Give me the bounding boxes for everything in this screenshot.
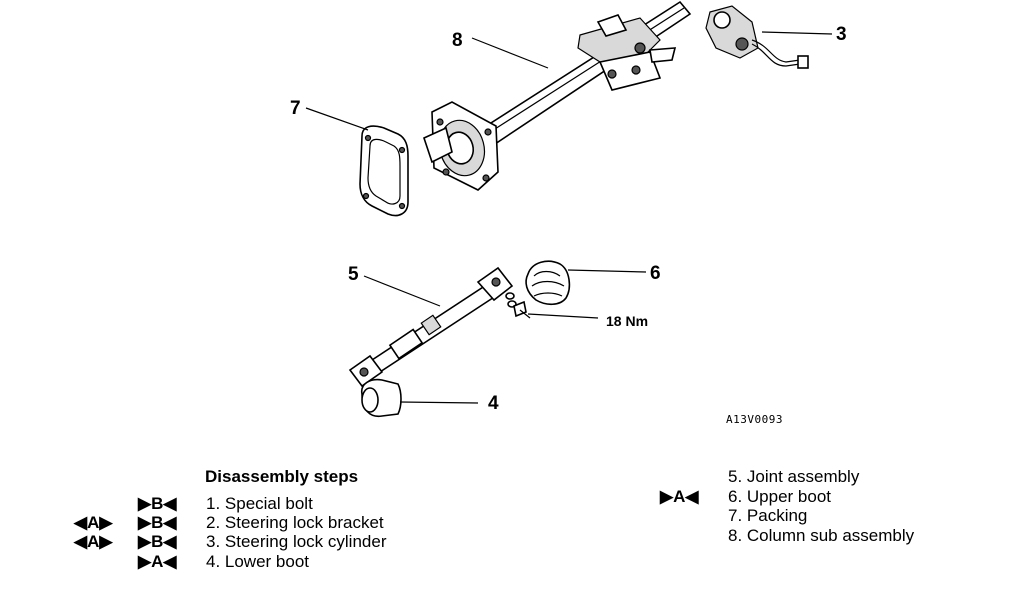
figure-code: A13V0093 (726, 413, 783, 426)
step-item-5: 5. Joint assembly (728, 467, 860, 486)
leader-3 (761, 31, 833, 35)
service-mark-outer: ◀A▶ (74, 513, 113, 532)
callout-5: 5 (348, 264, 359, 285)
packing (359, 125, 409, 217)
step-item-1: 1. Special bolt (206, 494, 313, 513)
leader-6 (567, 269, 647, 273)
step-item-4: 4. Lower boot (206, 552, 310, 571)
leader-4 (399, 401, 479, 404)
step-item-8: 8. Column sub assembly (728, 526, 915, 545)
service-mark-inner: ▶A◀ (138, 552, 177, 571)
step-item-2: 2. Steering lock bracket (206, 513, 384, 532)
service-mark-inner: ▶B◀ (138, 494, 177, 513)
column-sub-assembly (423, 0, 692, 191)
callout-7: 7 (290, 98, 301, 119)
callout-4: 4 (488, 393, 499, 414)
step-item-6: 6. Upper boot (728, 487, 832, 506)
step-item-3: 3. Steering lock cylinder (206, 532, 387, 551)
disassembly-steps-title: Disassembly steps (205, 467, 359, 486)
service-mark-outer: ◀A▶ (74, 532, 113, 551)
service-mark-inner: ▶B◀ (138, 532, 177, 551)
leader-8 (471, 37, 549, 69)
exploded-view-diagram: 8 7 3 5 6 18 Nm 4 A13V0093 (290, 0, 847, 426)
leader-7 (305, 107, 369, 131)
callout-3: 3 (836, 24, 847, 45)
leader-5 (363, 275, 441, 307)
callout-6: 6 (650, 263, 661, 284)
leader-torque (527, 313, 599, 319)
lower-boot (360, 378, 402, 418)
upper-boot (513, 260, 571, 319)
step-item-7: 7. Packing (728, 506, 808, 525)
service-mark-inner: ▶B◀ (138, 513, 177, 532)
callout-8: 8 (452, 30, 463, 51)
joint-assembly (348, 266, 517, 388)
steering-lock-cylinder (705, 5, 809, 69)
torque-label: 18 Nm (606, 313, 648, 329)
service-mark: ▶A◀ (660, 487, 699, 506)
